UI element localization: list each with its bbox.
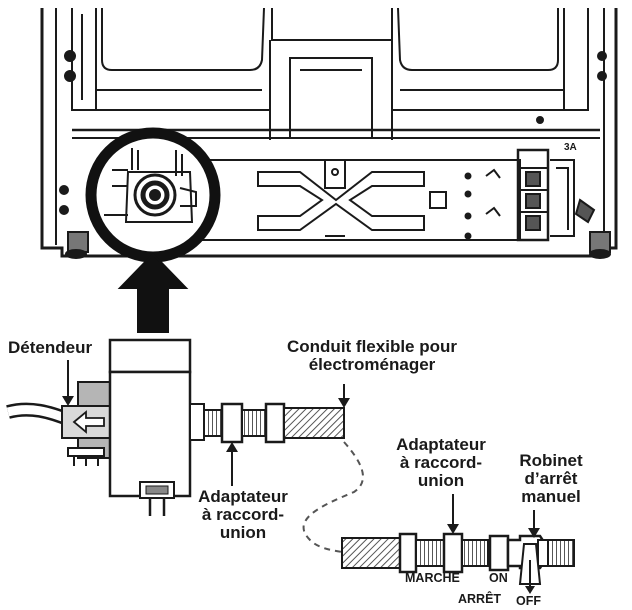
union-adapter-right-label: Adaptateur à raccord- union xyxy=(386,436,496,490)
flex-line-label: Conduit flexible pour électroménager xyxy=(262,338,482,374)
zoom-circle xyxy=(85,127,221,263)
union-adapter-right-line-2: à raccord- xyxy=(399,452,483,472)
shutoff-valve-line-1: Robinet xyxy=(519,451,583,470)
arret-label: ARRÊT xyxy=(458,592,502,606)
regulator-assembly xyxy=(6,338,205,516)
union-adapter-left-line-1: Adaptateur xyxy=(198,487,288,506)
union-adapter-left-label: Adaptateur à raccord- union xyxy=(188,488,298,542)
shutoff-valve-label: Robinet d’arrêt manuel xyxy=(506,452,596,506)
flex-line-dashed xyxy=(302,441,364,553)
shutoff-valve-line-2: d’arrêt xyxy=(524,468,578,488)
arrow-left-icon xyxy=(72,410,105,434)
marche-label: MARCHE xyxy=(405,571,460,585)
upper-fittings xyxy=(203,384,350,486)
lower-fittings xyxy=(341,494,575,594)
union-adapter-right-line-3: union xyxy=(417,470,465,490)
on-label: ON xyxy=(489,571,508,585)
flex-line-label-line-1: Conduit flexible pour xyxy=(287,337,457,356)
union-adapter-left-line-3: union xyxy=(219,522,267,542)
off-label: OFF xyxy=(516,594,541,608)
union-adapter-right-line-1: Adaptateur xyxy=(396,435,486,454)
regulator-label: Détendeur xyxy=(8,338,93,357)
union-adapter-left-line-2: à raccord- xyxy=(201,504,285,524)
flex-line-label-line-2: électroménager xyxy=(308,354,436,374)
svg-text:3A: 3A xyxy=(564,142,577,153)
arrow-up-icon xyxy=(117,252,189,333)
shutoff-valve-line-3: manuel xyxy=(521,486,581,506)
